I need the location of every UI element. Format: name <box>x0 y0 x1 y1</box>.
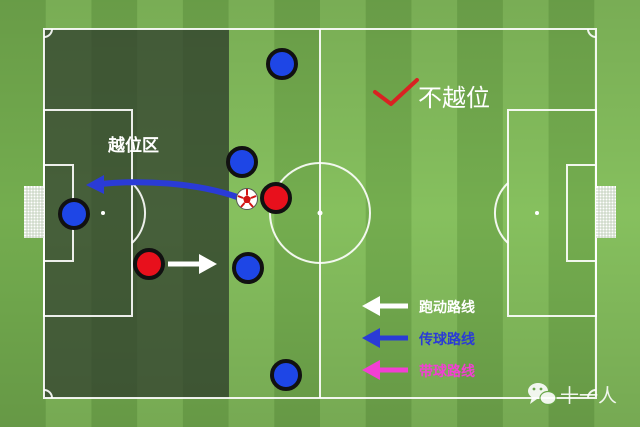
blue-player <box>266 48 298 80</box>
red-player <box>260 182 292 214</box>
left-penalty-arc <box>131 182 146 244</box>
right-penalty-spot <box>535 211 539 215</box>
blue-player <box>58 198 90 230</box>
legend-run-label: 跑动路线 <box>419 300 475 316</box>
left-penalty-spot <box>101 211 105 215</box>
check-mark-icon <box>373 78 419 106</box>
watermark-text: 十一人 <box>560 385 618 407</box>
legend-pass-label: 传球路线 <box>419 332 475 348</box>
corner-arc-tr <box>587 28 597 38</box>
offside-status-label: 不越位 <box>418 84 490 112</box>
blue-player <box>232 252 264 284</box>
soccer-ball-icon <box>236 188 258 210</box>
blue-player <box>270 359 302 391</box>
left-goal <box>24 186 44 238</box>
wechat-logo-icon <box>528 383 557 406</box>
legend-dribble-arrow <box>362 360 408 380</box>
run-route-arrowhead <box>199 254 217 274</box>
corner-arc-br <box>587 389 597 399</box>
legend-run-arrow <box>362 296 408 316</box>
center-circle <box>269 162 371 264</box>
pass-route-curve <box>97 179 243 201</box>
offside-zone-label: 越位区 <box>108 136 159 156</box>
blue-player <box>226 146 258 178</box>
pass-route-arrowhead <box>86 175 104 194</box>
red-players <box>133 182 292 280</box>
legend-pass-arrow <box>362 328 408 348</box>
right-penalty-arc <box>494 182 509 244</box>
blue-players <box>58 48 302 391</box>
legend-arrows <box>362 296 408 380</box>
red-player <box>133 248 165 280</box>
corner-arc-bl <box>43 389 53 399</box>
legend-dribble-label: 带球路线 <box>419 364 475 380</box>
center-spot <box>317 210 323 216</box>
corner-arc-tl <box>43 28 53 38</box>
right-goal <box>596 186 616 238</box>
